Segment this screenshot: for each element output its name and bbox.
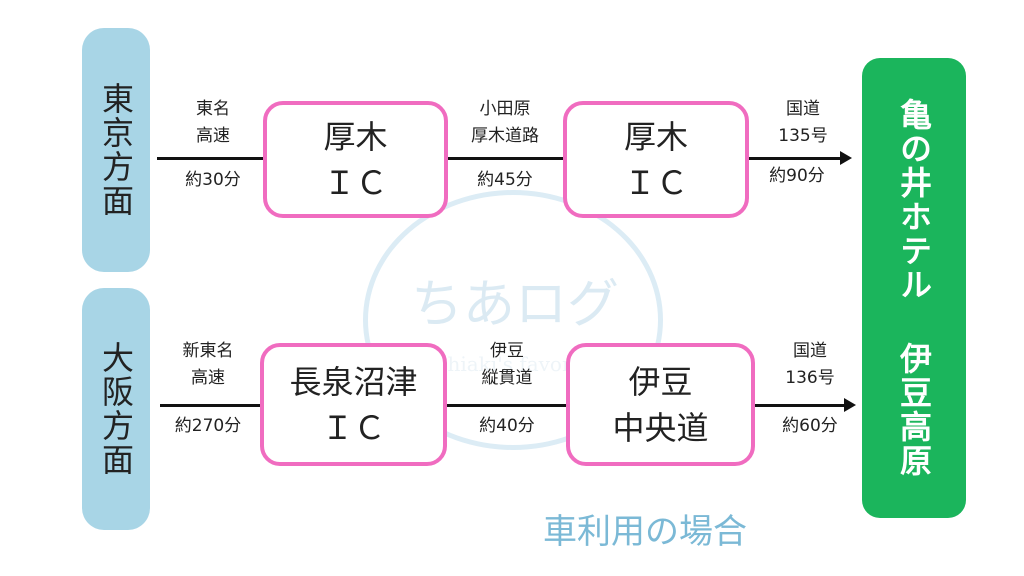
road-label: 小田原厚木道路 xyxy=(471,99,539,146)
node-type: ＩＣ xyxy=(321,408,386,447)
time-label: 約40分 xyxy=(479,416,535,436)
node-type: ＩＣ xyxy=(623,163,688,202)
destination-label: 亀の井ホテル 伊豆高原 xyxy=(895,98,933,478)
time-label: 約270分 xyxy=(174,416,242,436)
node-izu-chuo-do: 伊豆 中央道 xyxy=(566,343,755,466)
road-label: 新東名高速 xyxy=(182,341,234,388)
node-name: 伊豆 xyxy=(628,362,693,401)
origin-osaka: 大阪方面 xyxy=(82,288,150,530)
watermark-logo: ちあログ xyxy=(410,275,619,335)
route-line-osaka xyxy=(160,404,844,407)
node-type: 中央道 xyxy=(612,408,709,447)
node-name: 長泉沼津 xyxy=(289,362,418,401)
node-name: 厚木 xyxy=(623,117,688,156)
node-atsugi-ic-2: 厚木 ＩＣ xyxy=(563,101,749,218)
arrow-head-icon xyxy=(844,398,856,412)
origin-osaka-label: 大阪方面 xyxy=(97,341,135,477)
origin-tokyo: 東京方面 xyxy=(82,28,150,272)
node-name: 厚木 xyxy=(323,117,388,156)
arrow-head-icon xyxy=(840,151,852,165)
origin-tokyo-label: 東京方面 xyxy=(97,82,135,218)
time-label: 約30分 xyxy=(185,170,241,190)
node-type: ＩＣ xyxy=(323,163,388,202)
watermark-circle xyxy=(363,190,663,450)
caption: 車利用の場合 xyxy=(543,512,747,552)
time-label: 約60分 xyxy=(782,416,838,436)
node-nagaizumi-numazu-ic: 長泉沼津 ＩＣ xyxy=(260,343,447,466)
route-line-tokyo xyxy=(157,157,840,160)
road-label: 伊豆縦貫道 xyxy=(481,341,533,388)
time-label: 約45分 xyxy=(477,170,533,190)
time-label: 約90分 xyxy=(769,166,825,186)
node-atsugi-ic-1: 厚木 ＩＣ xyxy=(263,101,448,218)
road-label: 東名高速 xyxy=(196,99,230,146)
destination-hotel: 亀の井ホテル 伊豆高原 xyxy=(862,58,966,518)
